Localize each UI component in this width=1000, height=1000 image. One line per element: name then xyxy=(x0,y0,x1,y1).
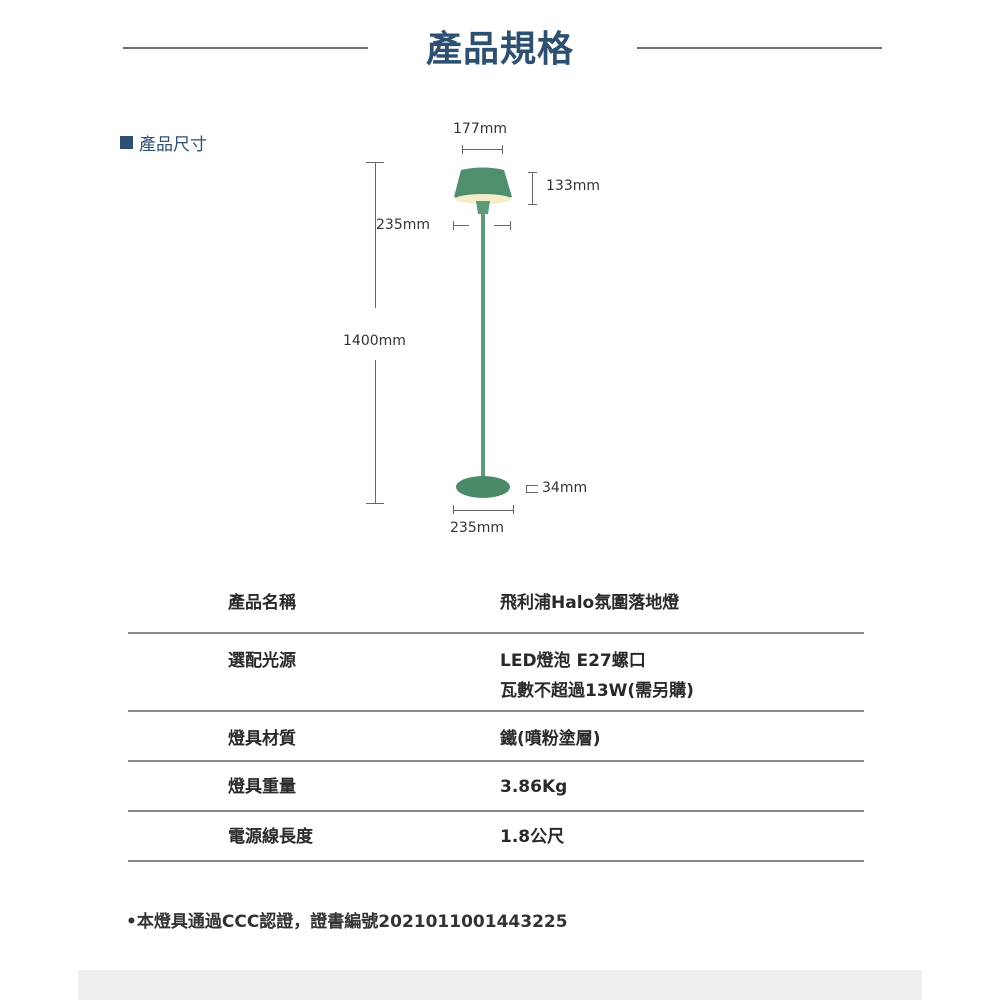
spec-value: 飛利浦Halo氛圍落地燈 xyxy=(500,593,680,613)
spec-key: 燈具重量 xyxy=(228,777,296,797)
square-bullet-icon xyxy=(120,136,133,149)
tick xyxy=(528,172,537,173)
lamp-illustration xyxy=(454,167,512,498)
tick xyxy=(462,145,463,154)
spec-row-light-source: 選配光源 LED燈泡 E27螺口 瓦數不超過13W(需另購) xyxy=(128,634,864,712)
specs-table: 產品名稱 飛利浦Halo氛圍落地燈 選配光源 LED燈泡 E27螺口 瓦數不超過… xyxy=(128,588,864,862)
spec-key: 電源線長度 xyxy=(228,827,313,847)
spec-key: 產品名稱 xyxy=(228,593,296,613)
tick xyxy=(366,162,384,163)
total-height-line-top xyxy=(375,162,376,308)
tick xyxy=(528,204,537,205)
title-rule-right xyxy=(637,47,882,49)
spec-row-material: 燈具材質 鐵(噴粉塗層) xyxy=(128,712,864,762)
shade-height-label: 133mm xyxy=(546,178,600,194)
spec-value-group: LED燈泡 E27螺口 瓦數不超過13W(需另購) xyxy=(398,646,864,710)
spec-value: 鐵(噴粉塗層) xyxy=(500,729,601,749)
title-rule-left xyxy=(123,47,368,49)
spec-value: 3.86Kg xyxy=(500,777,568,797)
bottom-band xyxy=(78,970,922,1000)
spec-key: 燈具材質 xyxy=(228,729,296,749)
spec-row-cord-length: 電源線長度 1.8公尺 xyxy=(128,812,864,862)
total-height-line-bottom xyxy=(375,360,376,503)
spread-width-line-left xyxy=(453,225,469,226)
section-label-dimensions: 產品尺寸 xyxy=(120,130,207,155)
base-height-label: 34mm xyxy=(542,480,588,496)
tick xyxy=(502,145,503,154)
tick xyxy=(453,221,454,230)
section-label-text: 產品尺寸 xyxy=(139,135,207,155)
spread-width-label: 235mm xyxy=(376,217,430,233)
spec-value: LED燈泡 E27螺口 xyxy=(500,651,646,671)
shade-width-line xyxy=(462,149,502,150)
shade-width-label: 177mm xyxy=(453,121,507,137)
total-height-label: 1400mm xyxy=(343,333,406,349)
tick xyxy=(366,503,384,504)
spread-width-line-right xyxy=(494,225,510,226)
shade-height-line xyxy=(532,172,533,204)
tick xyxy=(510,221,511,230)
base-width-label: 235mm xyxy=(450,520,504,536)
spec-row-weight: 燈具重量 3.86Kg xyxy=(128,762,864,812)
base-height-line xyxy=(526,485,527,493)
tick xyxy=(513,505,514,514)
base-height-tick-top xyxy=(526,485,538,486)
spec-value: 瓦數不超過13W(需另購) xyxy=(500,681,694,701)
spec-value: 1.8公尺 xyxy=(500,827,565,847)
base-height-tick-bottom xyxy=(526,492,538,493)
spec-key: 選配光源 xyxy=(228,651,296,671)
certification-note: •本燈具通過CCC認證，證書編號2021011001443225 xyxy=(126,912,568,932)
tick xyxy=(453,505,454,514)
base-width-line xyxy=(453,510,513,511)
spec-row-product-name: 產品名稱 飛利浦Halo氛圍落地燈 xyxy=(128,588,864,634)
page-title: 產品規格 xyxy=(425,29,574,70)
